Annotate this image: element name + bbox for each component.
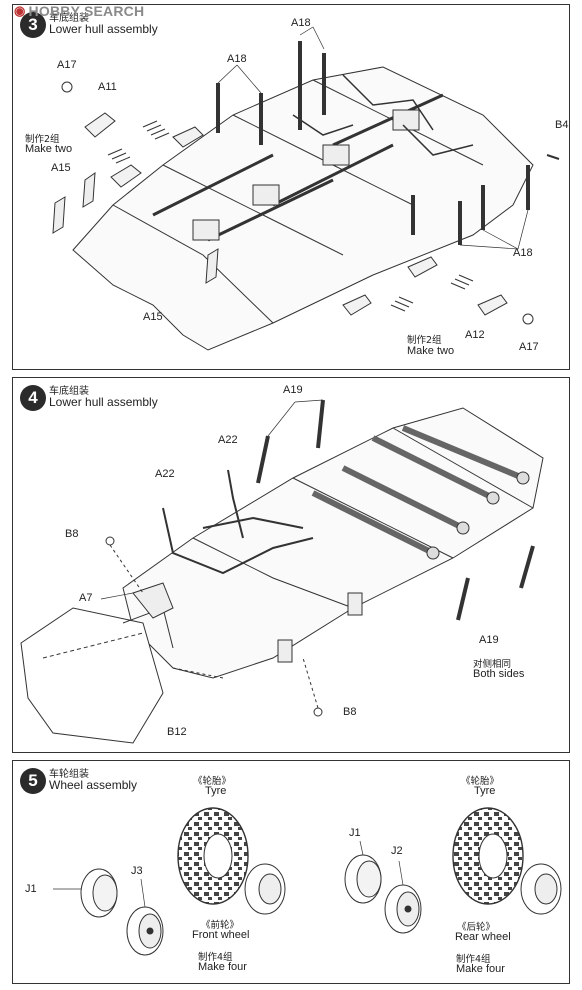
label-b12: B12: [167, 726, 187, 738]
rear-tyre-en: Tyre: [474, 785, 496, 797]
front-make-cn: 制作4组: [198, 952, 233, 963]
label-a18: A18: [291, 17, 311, 29]
both-sides-cn: 对侧相同: [473, 659, 512, 670]
label-b4: B4: [555, 119, 569, 131]
step-number: 4: [20, 385, 46, 411]
label-a19: A19: [283, 384, 303, 396]
label-a17: A17: [519, 341, 539, 353]
label-j1: J1: [349, 827, 361, 839]
step-number: 3: [20, 12, 46, 38]
rear-make-en: Make four: [456, 963, 505, 975]
step-5-panel: 5 车轮组装 Wheel assembly: [12, 760, 570, 984]
make-two-cn: 制作2组: [407, 335, 442, 346]
step-title-en: Wheel assembly: [49, 778, 138, 792]
front-tyre-cn: 《轮胎》: [193, 776, 232, 787]
label-j2: J2: [391, 845, 403, 857]
watermark-logo-icon: ◉: [14, 3, 26, 18]
step-title-cn: 车轮组装: [49, 769, 89, 780]
step-number: 5: [20, 768, 46, 794]
label-a22: A22: [218, 434, 238, 446]
label-a11: A11: [98, 81, 117, 93]
front-tyre-en: Tyre: [205, 785, 227, 797]
label-b8: B8: [65, 528, 79, 540]
label-a17: A17: [57, 59, 77, 71]
lower-hull-assembly-drawing: [52, 26, 560, 351]
label-a18: A18: [513, 247, 533, 259]
step-title-en: Lower hull assembly: [49, 22, 158, 36]
front-wheel-en: Front wheel: [192, 929, 250, 941]
label-a18: A18: [227, 53, 247, 65]
both-sides-en: Both sides: [473, 668, 525, 680]
label-a15: A15: [143, 311, 163, 323]
step-4-panel: 4 车底组装 Lower hull assembly: [12, 377, 570, 753]
step-title-cn: 车底组装: [49, 13, 89, 24]
label-b8: B8: [343, 706, 357, 718]
label-a19: A19: [479, 634, 499, 646]
step-title-cn: 车底组装: [49, 386, 89, 397]
label-j3: J3: [131, 865, 143, 877]
front-wheel-cn: 《前轮》: [201, 920, 240, 931]
wheel-assembly-drawing: [53, 807, 562, 956]
watermark: ◉ HOBBY SEARCH: [14, 3, 144, 19]
step-title-en: Lower hull assembly: [49, 395, 158, 409]
make-two-cn: 制作2组: [25, 134, 60, 145]
label-a15: A15: [51, 162, 71, 174]
rear-make-cn: 制作4组: [456, 954, 491, 965]
lower-hull-assembly-drawing: [20, 399, 544, 744]
front-make-en: Make four: [198, 961, 247, 973]
rear-wheel-en: Rear wheel: [455, 931, 511, 943]
watermark-text: HOBBY SEARCH: [28, 3, 145, 19]
rear-tyre-cn: 《轮胎》: [461, 776, 500, 787]
label-a22: A22: [155, 468, 175, 480]
label-a7: A7: [79, 592, 93, 604]
label-a12: A12: [465, 329, 485, 341]
label-j1: J1: [25, 883, 37, 895]
make-two-en: Make two: [25, 143, 73, 155]
make-two-en: Make two: [407, 345, 455, 357]
step-3-panel: 3 车底组装 Lower hull assembly: [12, 4, 570, 370]
rear-wheel-cn: 《后轮》: [457, 922, 496, 933]
